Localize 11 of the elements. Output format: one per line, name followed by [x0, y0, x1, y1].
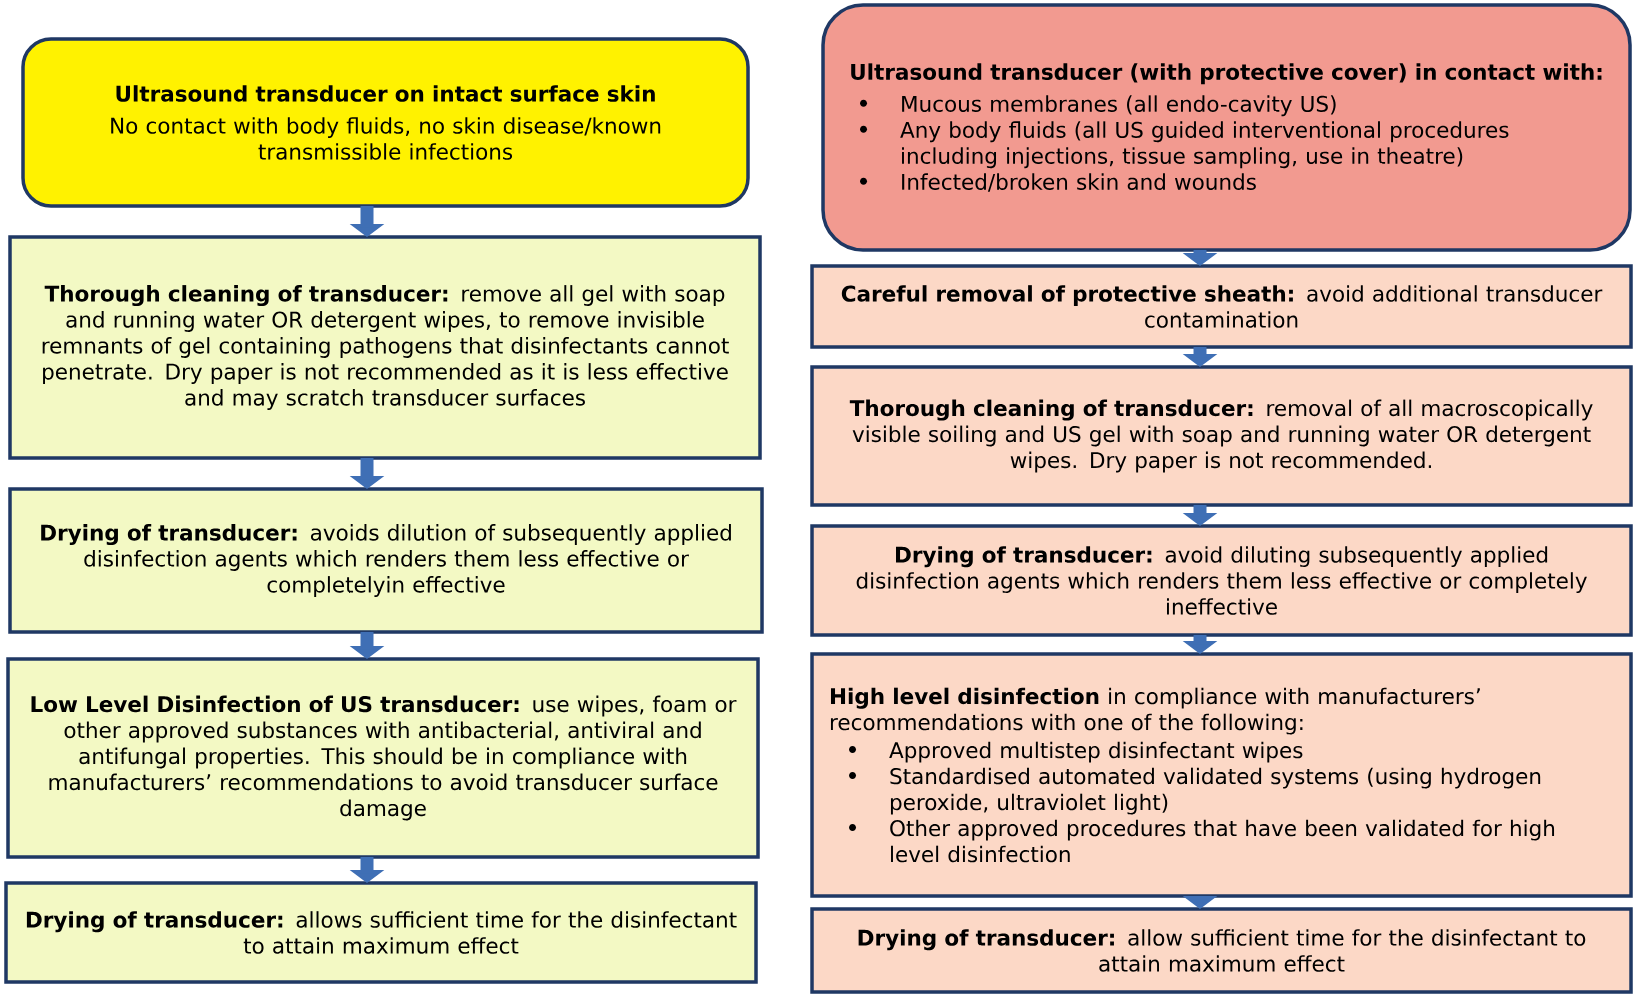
process-box: Drying of transducer: allow sufficient time for the disinfectant to attain maximum effect	[810, 907, 1633, 994]
process-box: Thorough cleaning of transducer: removal of all macroscopically visible soiling and US gel with soap and running water OR detergent wipes. Dry paper is not recommended.	[810, 365, 1633, 507]
rounded-box: Ultrasound transducer (with protective cover) in contact with: Mucous membranes (all endo-cavity US) Any body fluids (all US guided interventional procedures including injections, tissue sampling, use in theatre) Infected/broken skin and wounds	[821, 3, 1632, 252]
process-box: High level disinfection in compliance with manufacturers’ recommendations with one of the following: Approved multistep disinfectant wipes Standardised automated validated systems (using hydrogen peroxide, ultraviolet light) Other approved procedures that have been validated for high level disinfection	[810, 652, 1633, 898]
process-box: Drying of transducer: avoid diluting subsequently applied disinfection agents which renders them less effective or completely ineffective	[810, 524, 1633, 637]
process-box: Drying of transducer: allows sufficient time for the disinfectant to attain maximum effect	[4, 881, 758, 984]
process-box: Low Level Disinfection of US transducer: use wipes, foam or other approved substances with antibacterial, antiviral and antifungal properties. This should be in compliance with manufacturers’ recommendations to avoid transducer surface damage	[6, 657, 760, 859]
process-box: Careful removal of protective sheath: avoid additional transducer contamination	[810, 264, 1633, 349]
rounded-box: Ultrasound transducer on intact surface skin No contact with body fluids, no skin disease/known transmissible infections	[21, 37, 750, 208]
process-box: Thorough cleaning of transducer: remove all gel with soap and running water OR detergent wipes, to remove invisible remnants of gel containing pathogens that disinfectants cannot penetrate. Dry paper is not recommended as it is less effective and may scratch transducer surfaces	[8, 235, 762, 460]
process-box: Drying of transducer: avoids dilution of subsequently applied disinfection agents which renders them less effective or completelyin effective	[8, 487, 764, 634]
